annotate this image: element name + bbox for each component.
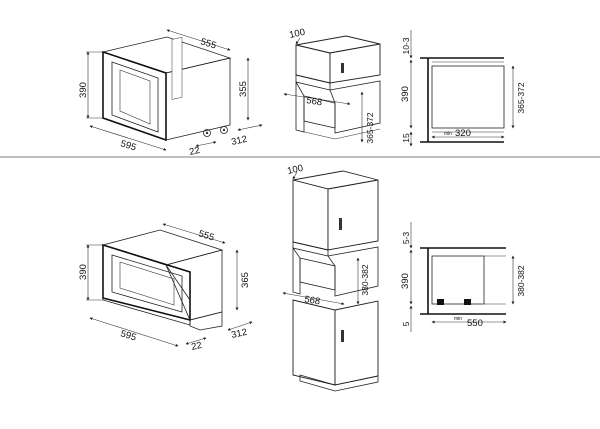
top-section-bottom-gap-label: 15	[401, 133, 411, 143]
top-cabinet-niche-height-label: 365-372	[365, 112, 375, 143]
bottom-oven-width-label: 595	[119, 328, 137, 343]
top-oven-depth-label: 555	[199, 36, 217, 51]
top-oven-offset-label: 22	[188, 145, 201, 158]
top-cabinet-top-label: 100	[288, 27, 306, 41]
top-cabinet-dimensions	[283, 37, 364, 143]
top-oven-drawing	[101, 36, 232, 142]
top-section-min-depth-label: 320	[455, 128, 471, 139]
bottom-cabinet-drawing	[292, 170, 379, 392]
top-oven-height-label: 390	[78, 82, 89, 98]
top-section-top-gap-label: 10-3	[401, 37, 411, 54]
bottom-section-drawing	[420, 247, 506, 315]
top-section-niche-height-label: 365-372	[516, 82, 526, 113]
bottom-oven-drawing	[101, 229, 224, 331]
top-section-dimensions	[409, 30, 515, 147]
top-section-drawing	[420, 57, 505, 143]
top-oven-dimensions	[86, 29, 263, 151]
bottom-section-height-label: 390	[400, 273, 411, 289]
top-oven-niche-height-label: 355	[238, 81, 249, 97]
bottom-cabinet-top-label: 100	[286, 163, 304, 177]
bottom-oven-height-label: 390	[78, 264, 89, 280]
bottom-cabinet-niche-width-label: 568	[304, 294, 321, 307]
top-oven-side-depth-label: 312	[230, 134, 248, 148]
bottom-section-top-gap-label: 5-3	[401, 232, 411, 245]
top-section-height-label: 390	[400, 86, 411, 102]
top-oven-width-label: 595	[119, 138, 137, 153]
bottom-section-dimensions	[409, 222, 515, 332]
bottom-section-min-label: min	[454, 316, 462, 322]
bottom-section-niche-height-label: 380-382	[516, 265, 526, 296]
top-cabinet-drawing	[295, 35, 381, 140]
bottom-oven-dimensions	[86, 223, 253, 347]
bottom-section-min-depth-label: 550	[467, 318, 483, 329]
bottom-cabinet-niche-height-label: 380-382	[360, 264, 370, 295]
bottom-oven-niche-height-label: 365	[240, 272, 251, 288]
bottom-section-bottom-gap-label: 5	[401, 321, 411, 326]
top-cabinet-niche-width-label: 568	[306, 95, 323, 108]
bottom-cabinet-dimensions	[282, 171, 360, 306]
bottom-oven-side-depth-label: 312	[230, 327, 248, 341]
bottom-oven-offset-label: 22	[190, 340, 203, 353]
bottom-oven-depth-label: 555	[197, 228, 215, 243]
top-section-min-label: min	[444, 131, 452, 137]
